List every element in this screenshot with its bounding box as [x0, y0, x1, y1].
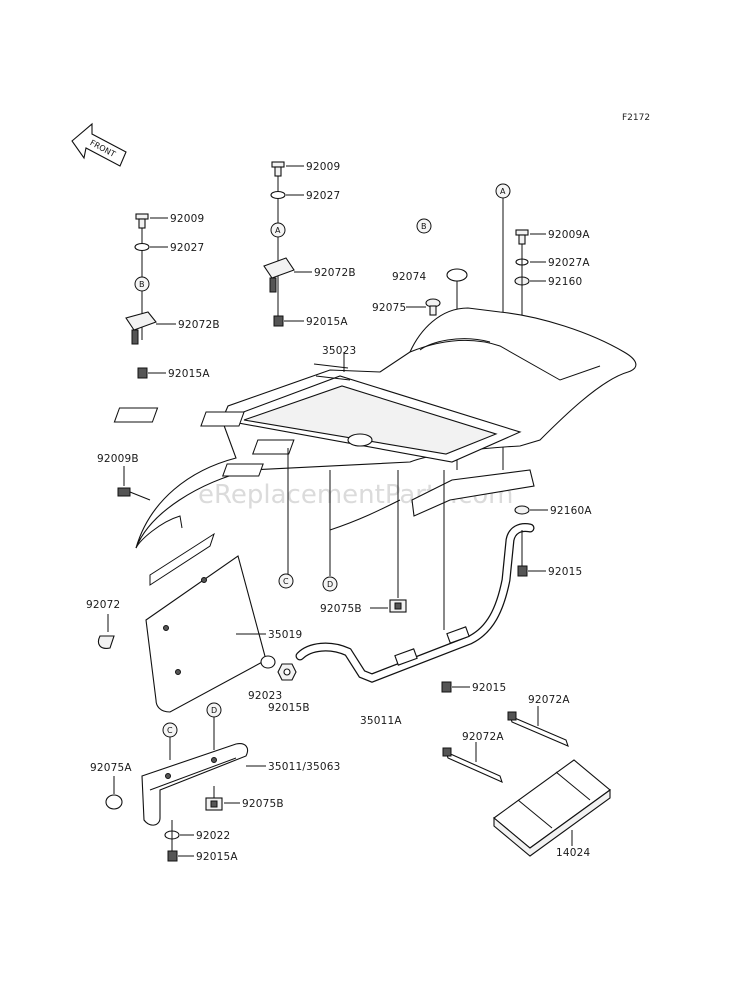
callout-b-left	[134, 276, 150, 292]
label-92160A: 92160A	[550, 505, 592, 517]
callout-a-mid	[270, 222, 286, 238]
clip-92072	[97, 635, 115, 649]
washer-92027-left	[134, 242, 150, 252]
grommet-92075	[425, 298, 441, 316]
svg-text:D: D	[211, 706, 217, 715]
front-arrow-icon: FRONT	[71, 122, 127, 167]
bolt-92009A	[515, 229, 529, 245]
label-92075: 92075	[372, 302, 406, 314]
bolt-92009-top	[271, 161, 285, 177]
callout-d-mid	[322, 576, 338, 592]
label-92072B-mid: 92072B	[314, 267, 356, 279]
nut-92075B-mid	[389, 599, 407, 613]
callout-b-top	[416, 218, 432, 234]
clip-92072B-mid	[263, 257, 295, 293]
rear-fender-35023	[113, 307, 637, 549]
grommet-92075A	[105, 794, 123, 810]
mudflap-35019	[145, 555, 267, 713]
label-92160: 92160	[548, 276, 582, 288]
washer-92023	[260, 655, 276, 669]
label-92075B-low: 92075B	[242, 798, 284, 810]
svg-text:B: B	[421, 222, 427, 231]
label-92015-center: 92015	[472, 682, 506, 694]
clip-92072B-left	[125, 311, 157, 345]
label-92015A-low: 92015A	[196, 851, 238, 863]
nut-92015A-left	[137, 367, 148, 379]
label-92074: 92074	[392, 271, 427, 283]
label-92027A: 92027A	[548, 257, 590, 269]
label-92009B: 92009B	[97, 453, 139, 465]
label-35019: 35019	[268, 629, 302, 641]
svg-text:D: D	[327, 580, 333, 589]
nut-92015-center	[441, 681, 452, 693]
pad-14024	[493, 759, 611, 857]
label-35011A: 35011A	[360, 715, 402, 727]
label-92015A-mid: 92015A	[306, 316, 348, 328]
cap-92074	[446, 268, 468, 282]
grommet-92160A	[514, 505, 530, 515]
label-92009-left: 92009	[170, 213, 204, 225]
bracket-35011-35063	[141, 743, 249, 826]
svg-text:A: A	[275, 226, 281, 235]
label-14024: 14024	[556, 847, 591, 859]
label-92009A: 92009A	[548, 229, 590, 241]
washer-92027-top	[270, 190, 286, 200]
label-92015B: 92015B	[268, 702, 310, 714]
svg-text:C: C	[283, 577, 289, 586]
nut-92015A-mid	[273, 315, 284, 327]
strap-92072A-right	[507, 711, 569, 747]
nut-92015-right	[517, 565, 528, 577]
nut-92015A-low	[167, 850, 178, 862]
label-92072B-left: 92072B	[178, 319, 220, 331]
label-92023: 92023	[248, 690, 282, 702]
nut-92015B	[277, 663, 297, 681]
label-92009-top: 92009	[306, 161, 340, 173]
label-92015-right: 92015	[548, 566, 582, 578]
label-92075A: 92075A	[90, 762, 132, 774]
label-35023: 35023	[322, 345, 356, 357]
callout-c-mid	[278, 573, 294, 589]
label-92075B-mid: 92075B	[320, 603, 362, 615]
label-92027-top: 92027	[306, 190, 340, 202]
figure-code: F2172	[622, 113, 650, 123]
svg-text:C: C	[167, 726, 173, 735]
strap-92072A-center	[442, 747, 503, 784]
svg-text:B: B	[139, 280, 145, 289]
label-92072A-right: 92072A	[528, 694, 570, 706]
bolt-92009-left	[135, 213, 149, 229]
label-92022: 92022	[196, 830, 230, 842]
label-92072: 92072	[86, 599, 120, 611]
bolt-92009B	[117, 487, 151, 501]
label-92072A-center: 92072A	[462, 731, 504, 743]
svg-text:A: A	[500, 187, 506, 196]
nut-92075B-low	[205, 797, 223, 811]
label-92015A-left: 92015A	[168, 368, 210, 380]
label-35011-35063: 35011/35063	[268, 761, 341, 773]
bracket-35011A	[295, 523, 535, 683]
label-92027-left: 92027	[170, 242, 204, 254]
